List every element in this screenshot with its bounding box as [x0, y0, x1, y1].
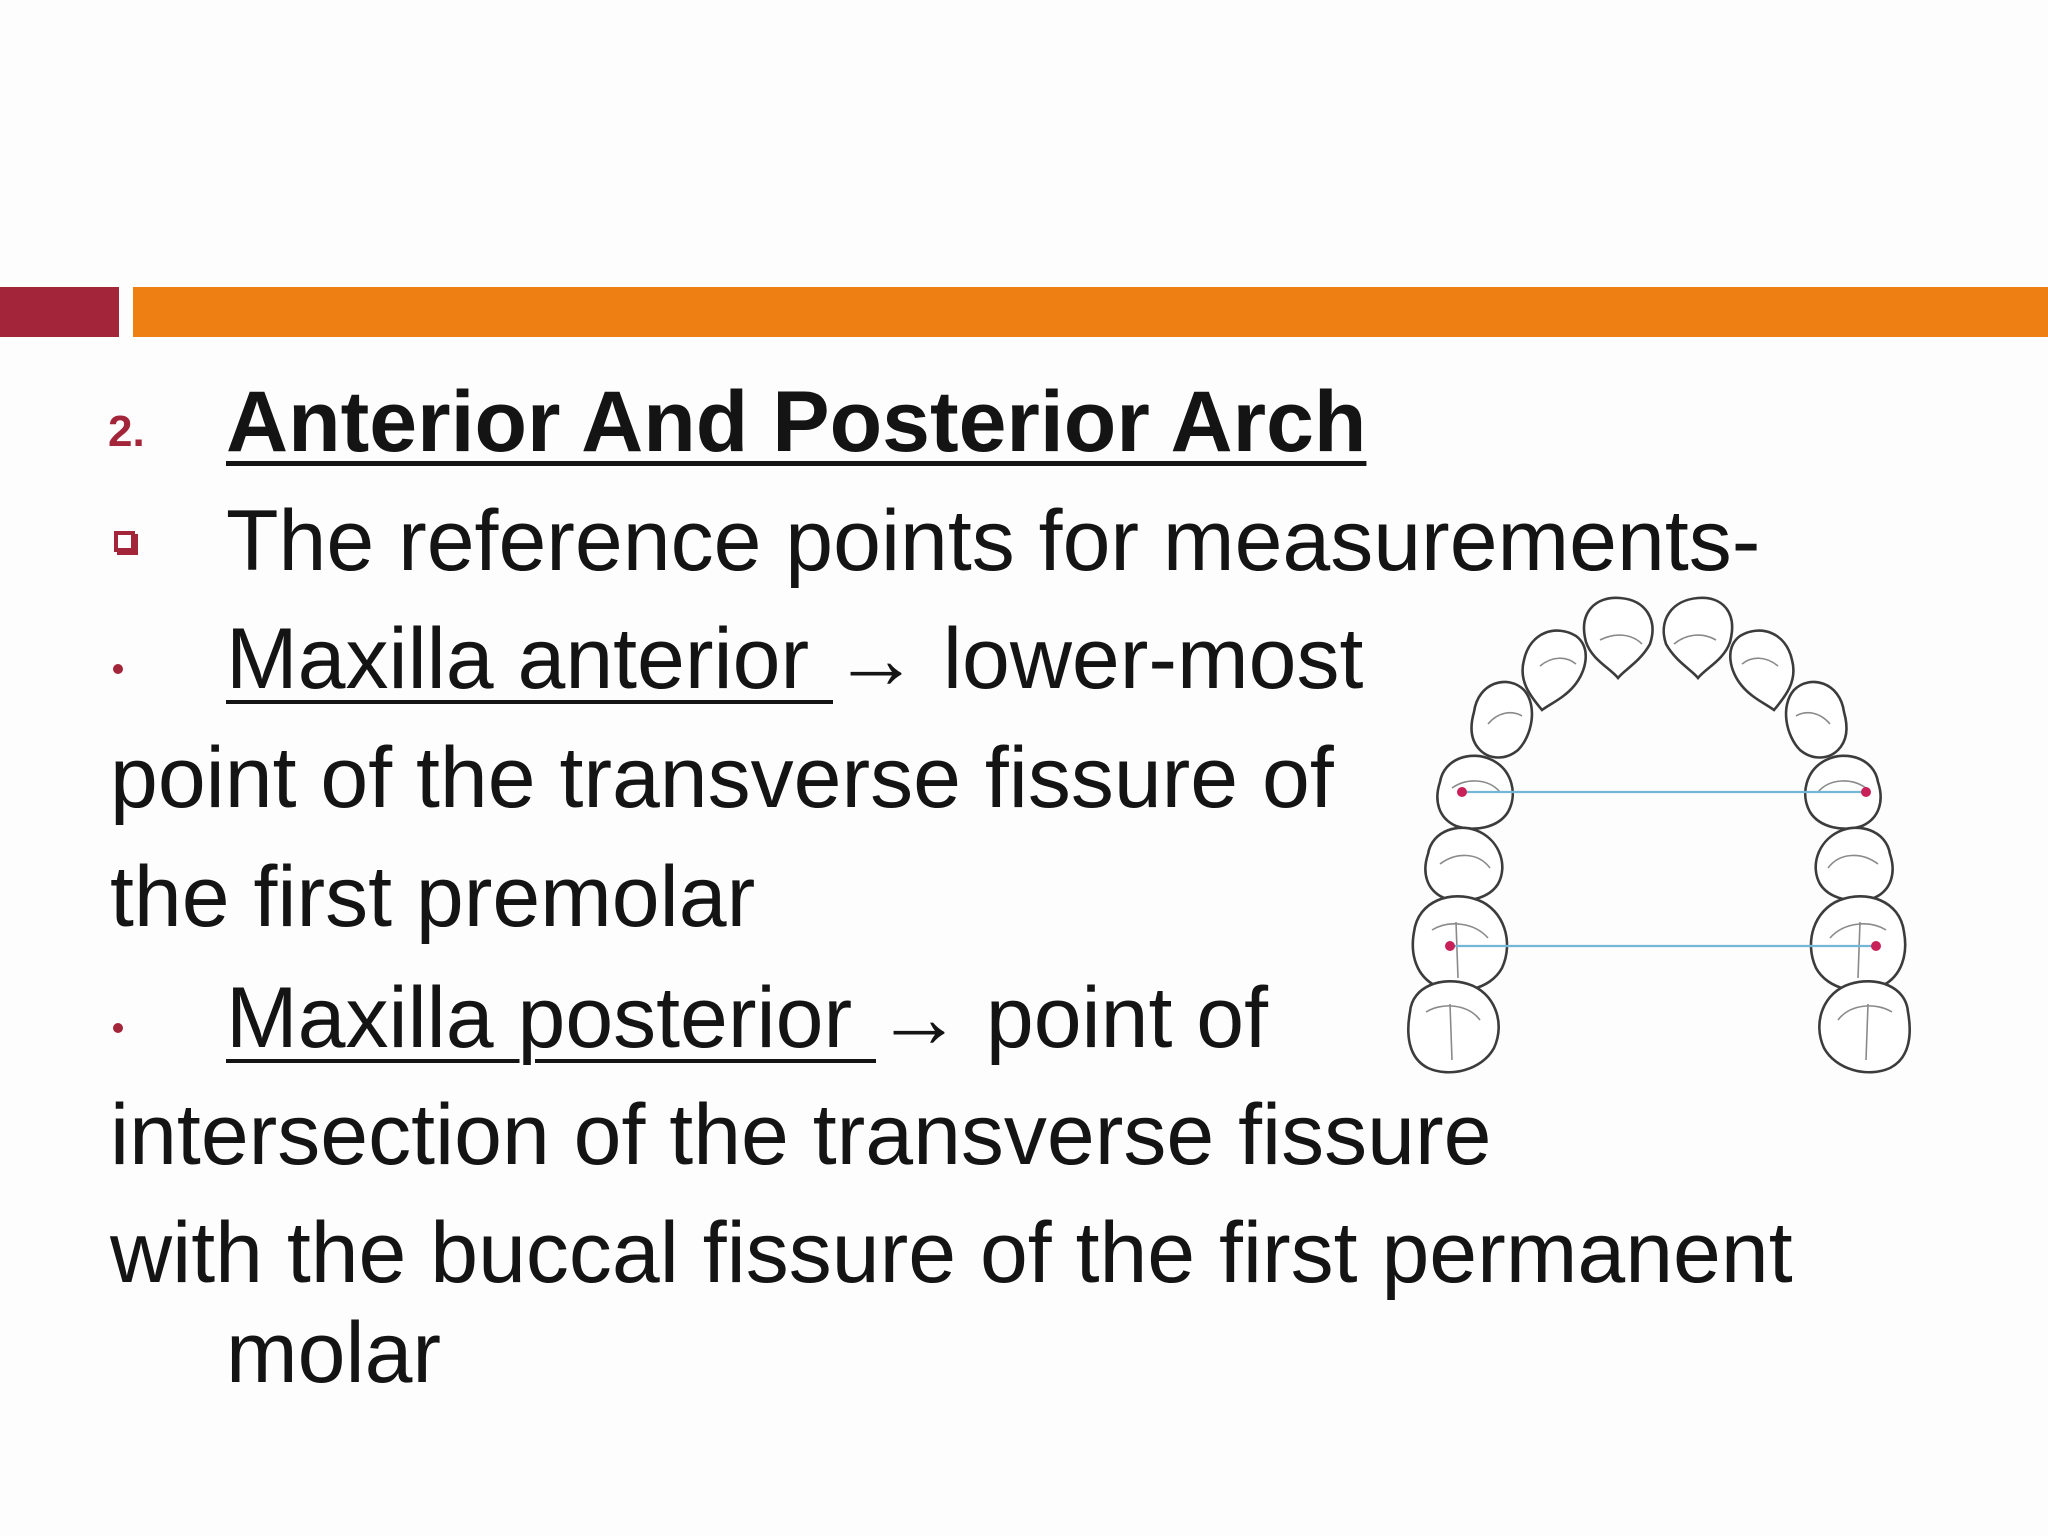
tooth-group [1407, 596, 1911, 1074]
maxilla-anterior-arrow-text: → lower-most [833, 611, 1364, 707]
maxilla-posterior-term: Maxilla posterior [226, 970, 876, 1066]
posterior-reference-point-right [1871, 941, 1881, 951]
maxilla-anterior-line: Maxilla anterior → lower-most [226, 609, 1363, 709]
dental-arch-diagram [1407, 596, 1911, 1074]
maxilla-posterior-continuation-3: molar [226, 1305, 442, 1401]
dot-bullet-icon [113, 664, 123, 674]
anterior-reference-point-right [1861, 787, 1871, 797]
maxilla-posterior-continuation-1: intersection of the transverse fissure [110, 1087, 1492, 1183]
header-accent-red-bar [0, 287, 119, 337]
header-accent-orange-bar [133, 287, 2048, 337]
reference-intro-text: The reference points for measurements- [226, 493, 1761, 589]
maxilla-posterior-line: Maxilla posterior → point of [226, 968, 1268, 1068]
square-bullet-icon [114, 531, 135, 552]
maxilla-posterior-arrow-text: → point of [876, 970, 1268, 1066]
maxilla-anterior-term: Maxilla anterior [226, 611, 833, 707]
maxilla-anterior-continuation-2: the first premolar [110, 849, 756, 945]
maxilla-anterior-continuation-1: point of the transverse fissure of [110, 730, 1334, 826]
posterior-reference-point-left [1445, 941, 1455, 951]
dot-bullet-icon [113, 1023, 123, 1033]
slide-heading: Anterior And Posterior Arch [226, 374, 1367, 470]
anterior-reference-point-left [1457, 787, 1467, 797]
maxilla-posterior-continuation-2: with the buccal fissure of the first per… [110, 1205, 1793, 1301]
heading-number-marker: 2. [108, 407, 145, 456]
